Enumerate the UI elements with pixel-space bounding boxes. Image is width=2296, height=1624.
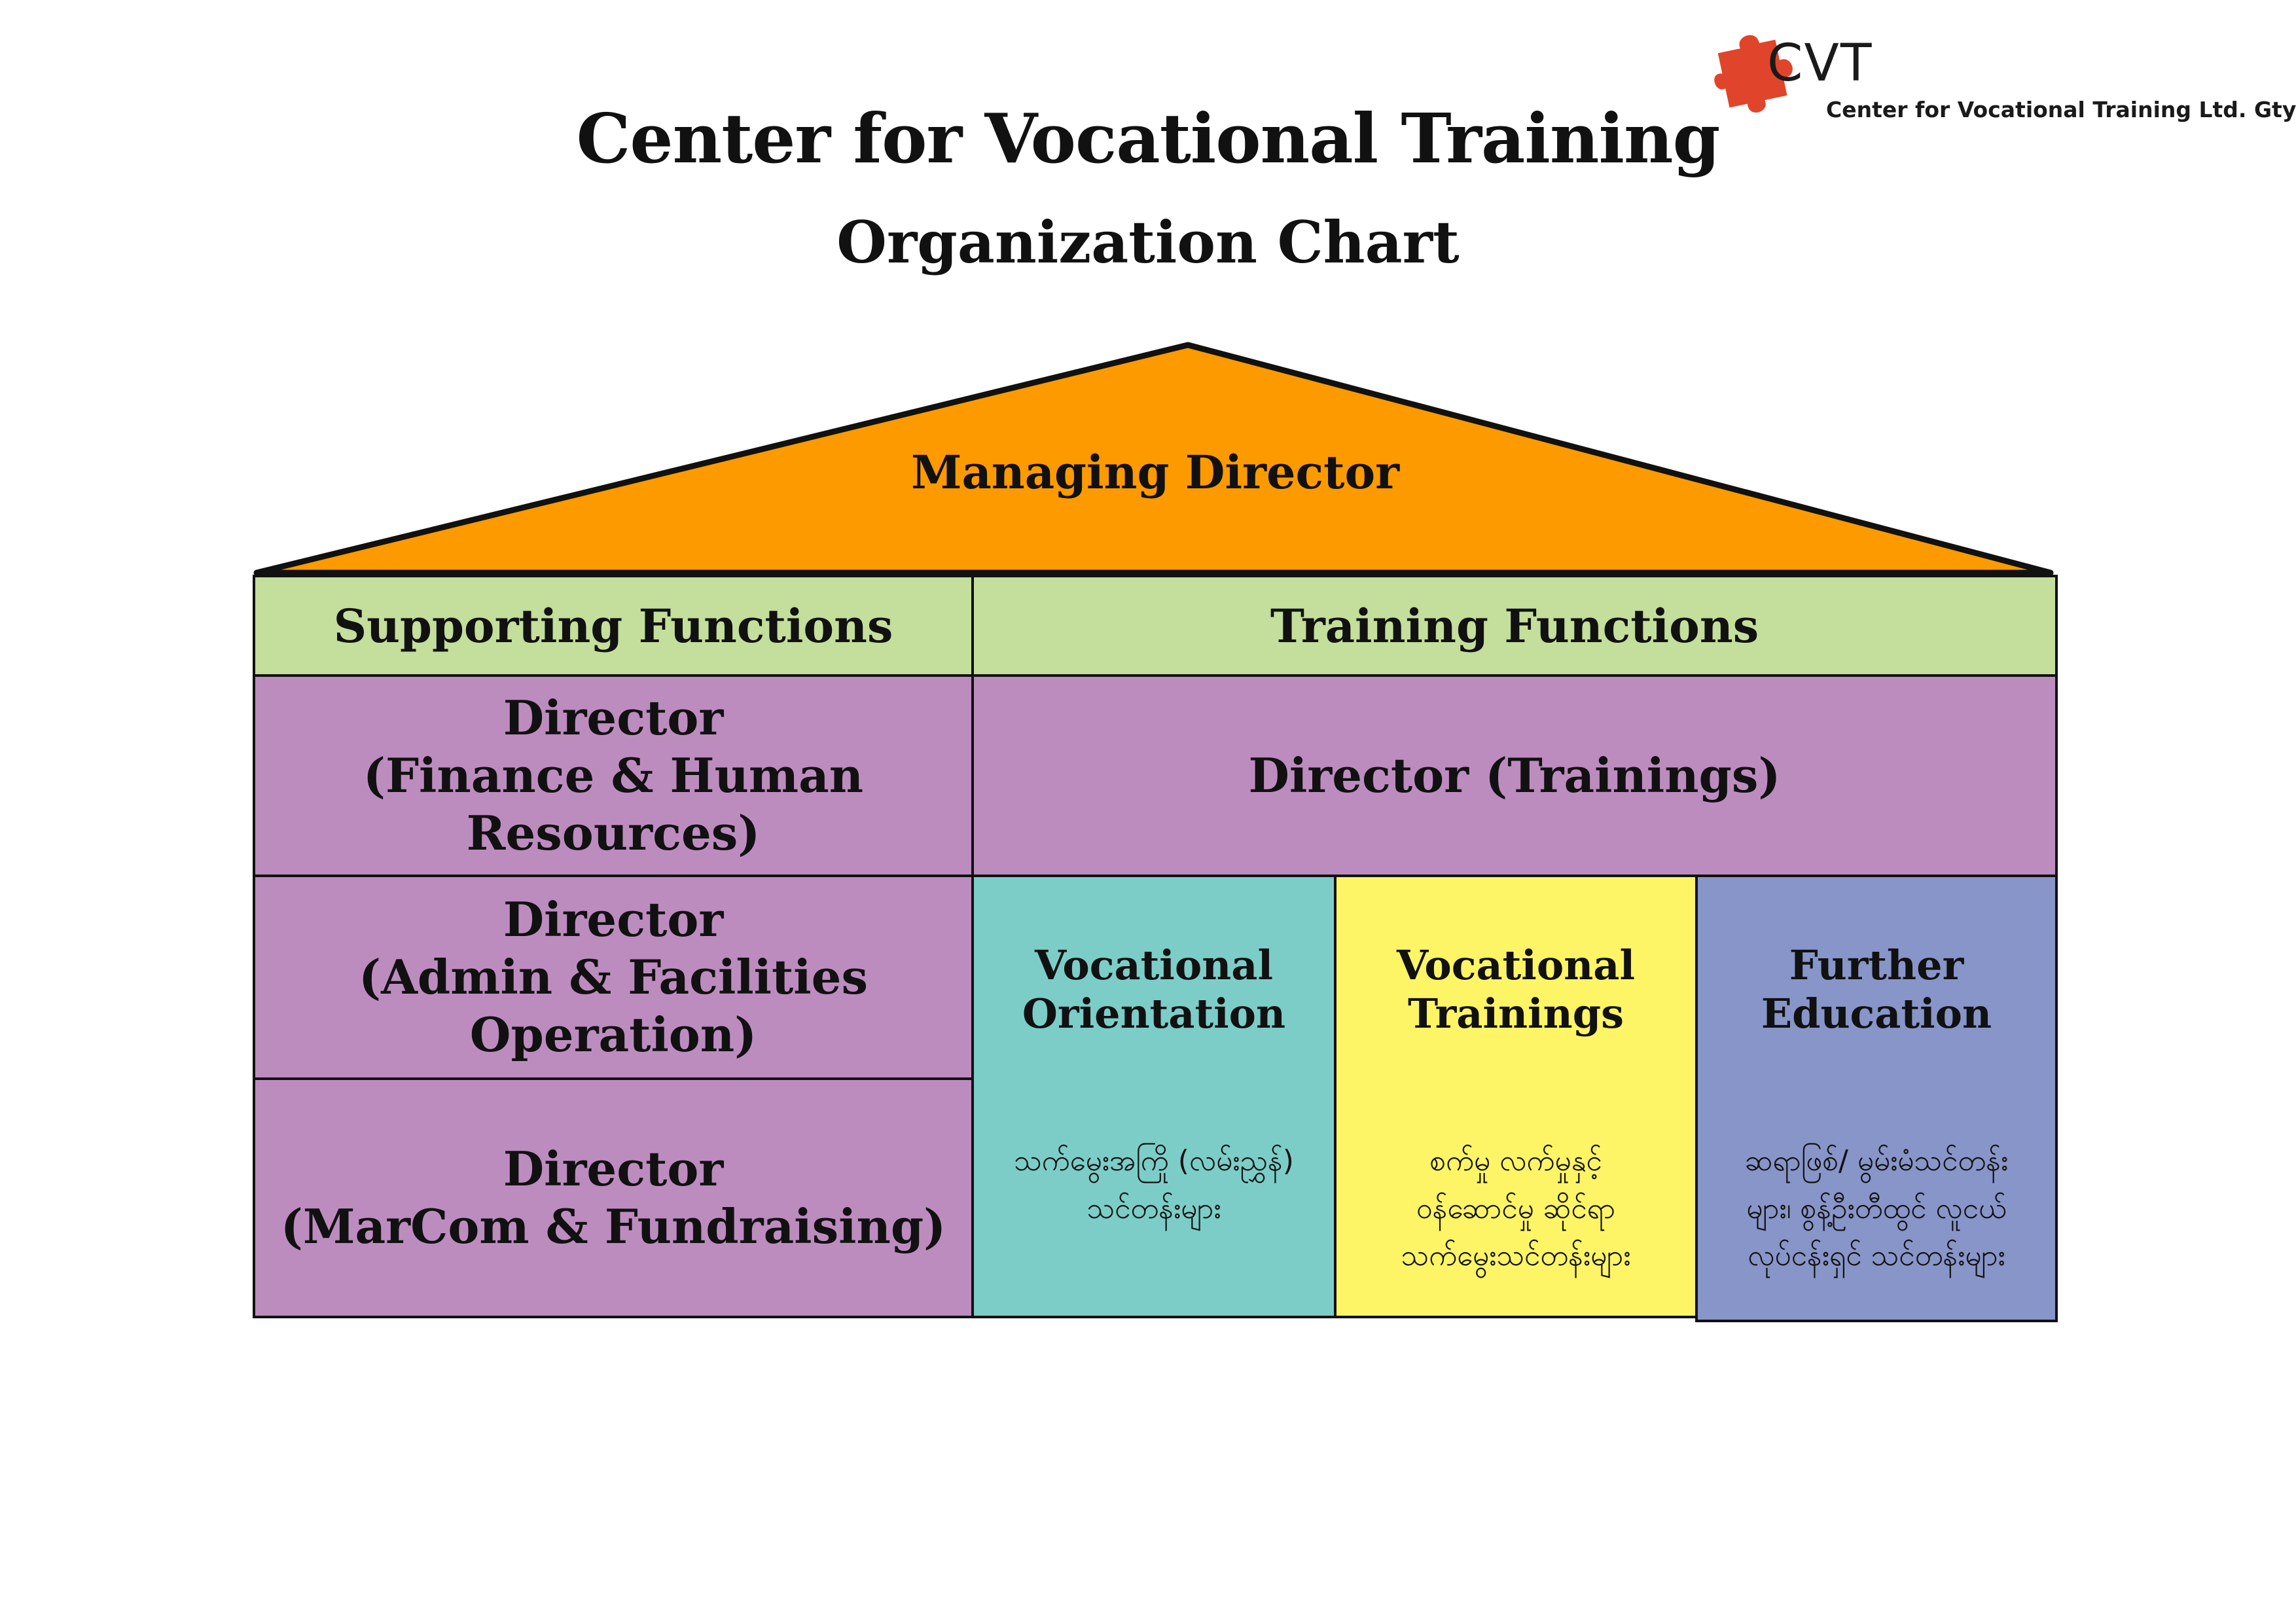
page-title: Center for Vocational Training: [576, 98, 1721, 179]
training-functions-label: Training Functions: [1270, 598, 1759, 653]
vocational-orientation-column: Vocational Orientation သက်မွေးအကြို (လမ်…: [971, 875, 1336, 1318]
further-education-column: Further Education ဆရာဖြစ်/ မွမ်းမံသင်တန်…: [1695, 875, 2058, 1322]
director-admin-title: Director: [503, 892, 724, 948]
supporting-functions-label: Supporting Functions: [333, 598, 893, 653]
director-admin-department: (Admin & Facilities Operation): [359, 949, 868, 1062]
director-finance-department: (Finance & Human Resources): [363, 748, 864, 861]
director-trainings-box: Director (Trainings): [971, 674, 2058, 877]
further-education-description: ဆရာဖြစ်/ မွမ်းမံသင်တန်း များ၊ စွန့်ဦးတီထ…: [1744, 1144, 2009, 1273]
further-education-title: Further Education: [1761, 941, 1992, 1038]
training-functions-header: Training Functions: [971, 575, 2058, 677]
managing-director-label: Managing Director: [910, 445, 1400, 499]
director-marcom-box: Director (MarCom & Fundraising): [253, 1077, 974, 1318]
puzzle-piece-icon: [1714, 35, 1793, 113]
director-admin-box: Director (Admin & Facilities Operation): [253, 875, 974, 1080]
director-finance-box: Director (Finance & Human Resources): [253, 674, 974, 877]
vocational-orientation-description: သက်မွေးအကြို (လမ်းညွှန်) သင်တန်းများ: [1014, 1144, 1294, 1225]
supporting-functions-header: Supporting Functions: [253, 575, 974, 677]
vocational-orientation-title: Vocational Orientation: [1022, 941, 1286, 1038]
director-finance-title: Director: [503, 690, 724, 746]
director-trainings-label: Director (Trainings): [1248, 748, 1781, 804]
logo-mark: CVT: [1767, 34, 1873, 93]
logo-company-name: Center for Vocational Training Ltd. Gty: [1826, 97, 2296, 122]
vocational-trainings-column: Vocational Trainings စက်မှု လက်မှုနှင့် …: [1334, 875, 1698, 1318]
page-subtitle: Organization Chart: [836, 208, 1460, 276]
vocational-trainings-description: စက်မှု လက်မှုနှင့် ဝန်ဆောင်မှု ဆိုင်ရာ သ…: [1401, 1144, 1631, 1273]
director-marcom-title: Director: [503, 1141, 724, 1197]
director-marcom-department: (MarCom & Fundraising): [280, 1199, 946, 1254]
vocational-trainings-title: Vocational Trainings: [1396, 941, 1636, 1038]
